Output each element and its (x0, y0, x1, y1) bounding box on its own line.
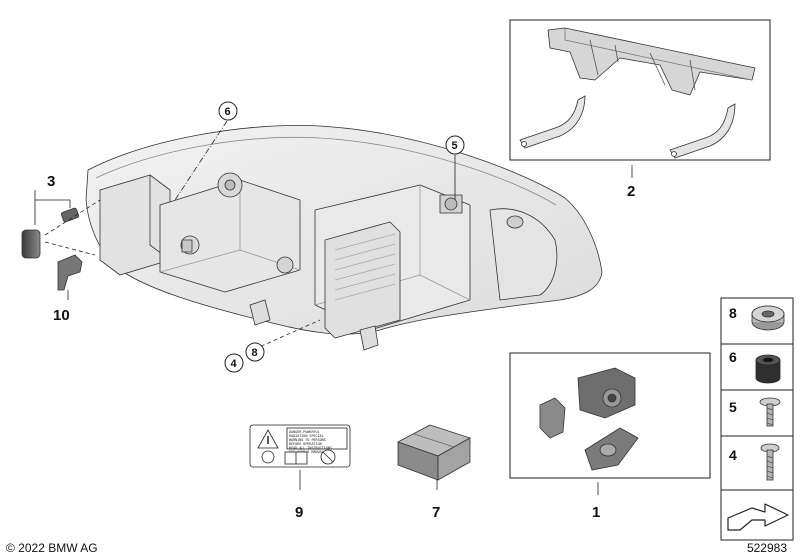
callout-9: 9 (295, 504, 303, 521)
connector-plug (21, 229, 41, 259)
mount-clip (539, 397, 566, 439)
sidebar-label-8: 8 (729, 305, 737, 321)
leader-lines (174, 120, 633, 495)
circle-callout-5: 5 (445, 135, 465, 155)
callout-7: 7 (432, 504, 440, 521)
callout-10: 10 (53, 307, 70, 324)
svg-text:5: 5 (452, 140, 458, 152)
sidebar-label-5: 5 (729, 399, 737, 415)
mount-bracket (577, 367, 636, 419)
bracket-clip-left (519, 95, 586, 149)
connector-angle (57, 254, 83, 291)
circle-callout-4: 4 (224, 353, 244, 373)
mount-base (584, 427, 639, 471)
circle-callout-6: 6 (218, 101, 238, 121)
replace-arrow-icon (727, 503, 789, 531)
callout-3: 3 (47, 173, 55, 190)
circle-callout-8: 8 (245, 342, 265, 362)
warning-label: DANGER-POWERFUL RADIATION SPECIAL WARNIN… (249, 424, 351, 468)
copyright-text: © 2022 BMW AG (6, 541, 98, 555)
svg-text:4: 4 (231, 358, 238, 370)
svg-text:8: 8 (252, 347, 258, 359)
rubber-grommet-icon (755, 354, 781, 384)
bracket-clip-right (669, 103, 736, 159)
sidebar-label-4: 4 (729, 447, 737, 463)
laser-burst-icon (261, 450, 275, 464)
label-line-4: BEFORE OPERATION (289, 442, 322, 446)
connector-seal (60, 207, 80, 223)
connector-group (21, 190, 101, 300)
sealing-ring-icon (751, 305, 785, 331)
label-line-5: READ ALL INSTRUCTIONS (289, 446, 332, 450)
diagram-id: 522983 (746, 541, 787, 555)
callout-1: 1 (592, 504, 600, 521)
svg-text:6: 6 (225, 106, 231, 118)
label-line-2: RADIATION SPECIAL (289, 434, 324, 438)
label-line-3: WARNING TO PERSONS (289, 438, 326, 442)
label-line-1: DANGER-POWERFUL (289, 430, 320, 434)
headlight-housing (85, 125, 603, 351)
screw-icon (760, 443, 780, 481)
sidebar-cell-5 (720, 389, 794, 437)
callout-2: 2 (627, 183, 635, 200)
sidebar-label-6: 6 (729, 349, 737, 365)
screw-icon (759, 397, 781, 427)
sidebar-cell-4 (720, 435, 794, 491)
packaging-box (397, 424, 471, 481)
hardware-sidebar (720, 297, 794, 541)
bracket-rail (547, 27, 756, 96)
